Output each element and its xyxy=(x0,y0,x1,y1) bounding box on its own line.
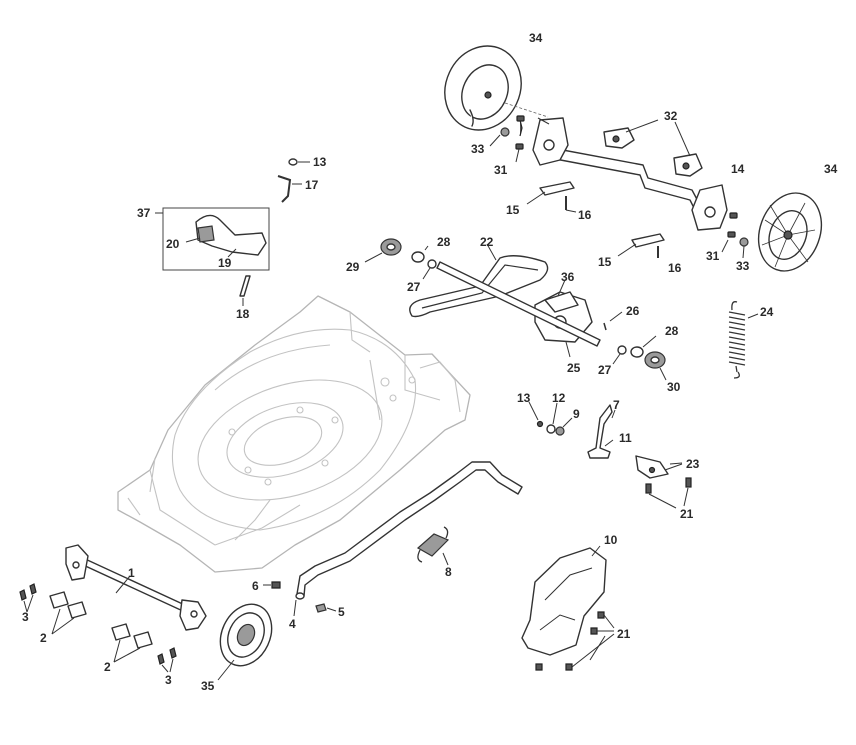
front-wheel-35 xyxy=(217,603,273,681)
callout-28-right: 28 xyxy=(665,324,679,338)
callout-36: 36 xyxy=(561,270,575,284)
callout-18: 18 xyxy=(236,307,250,321)
clip-15-16-lower xyxy=(617,233,665,258)
callout-17: 17 xyxy=(305,178,319,192)
callout-19: 19 xyxy=(218,256,232,270)
callout-23: 23 xyxy=(686,457,700,471)
callout-34-top: 34 xyxy=(529,31,543,45)
handle-bar-4 xyxy=(293,461,523,617)
callout-24: 24 xyxy=(760,305,774,319)
callout-27-left: 27 xyxy=(407,280,421,294)
washers-33 xyxy=(489,127,749,259)
callout-11: 11 xyxy=(619,431,632,445)
bracket-32 xyxy=(603,119,703,177)
bearing-set-right xyxy=(612,335,667,381)
callout-37: 37 xyxy=(137,206,151,220)
callout-5: 5 xyxy=(338,605,345,619)
callout-10: 10 xyxy=(604,533,618,547)
bearing-set-left xyxy=(364,238,437,280)
callout-16-lower: 16 xyxy=(668,261,682,275)
gearbox-36 xyxy=(436,261,601,358)
callout-3-right: 3 xyxy=(165,673,172,687)
bracket-2-left xyxy=(49,591,87,635)
screws-3 xyxy=(19,583,177,673)
callout-6: 6 xyxy=(252,579,259,593)
callout-34-right: 34 xyxy=(824,162,838,176)
callout-33-top: 33 xyxy=(471,142,485,156)
drive-bail-22 xyxy=(409,243,549,318)
callout-labels: 34 32 33 31 14 34 15 16 13 17 37 20 19 1… xyxy=(22,31,838,693)
spring-8 xyxy=(416,526,450,566)
pin-18 xyxy=(239,275,251,306)
nut-13-top xyxy=(288,158,310,166)
callout-14: 14 xyxy=(731,162,745,176)
callout-1: 1 xyxy=(128,566,135,580)
callout-9: 9 xyxy=(573,407,580,421)
callout-16-upper: 16 xyxy=(578,208,592,222)
callout-12: 12 xyxy=(552,391,566,405)
spring-24 xyxy=(728,301,759,379)
callout-21-bottom: 21 xyxy=(617,627,631,641)
callout-25: 25 xyxy=(567,361,581,375)
callout-32: 32 xyxy=(664,109,678,123)
callout-30: 30 xyxy=(667,380,681,394)
bracket-2-right xyxy=(111,623,153,663)
lever-7-11 xyxy=(587,404,616,459)
callout-35: 35 xyxy=(201,679,215,693)
callout-3-left: 3 xyxy=(22,610,29,624)
callout-26: 26 xyxy=(626,304,640,318)
callout-28-left: 28 xyxy=(437,235,451,249)
screw-6 xyxy=(263,581,281,589)
clip-15-16-upper xyxy=(526,181,577,213)
callout-2-left: 2 xyxy=(40,631,47,645)
callout-15-upper: 15 xyxy=(506,203,520,217)
callout-22: 22 xyxy=(480,235,494,249)
callout-20: 20 xyxy=(166,237,180,251)
kit-37 xyxy=(155,207,270,271)
callout-33-right: 33 xyxy=(736,259,750,273)
callout-13-mid: 13 xyxy=(517,391,531,405)
callout-8: 8 xyxy=(445,565,452,579)
rear-axle-14 xyxy=(532,117,728,231)
lever-17 xyxy=(277,175,302,203)
wheel-cover-34-top xyxy=(444,45,549,131)
callout-27-right: 27 xyxy=(598,363,612,377)
bracket-23 xyxy=(635,455,692,509)
callout-21-mid: 21 xyxy=(680,507,694,521)
wheel-cover-34-right xyxy=(757,192,823,272)
small-hardware-13-12-9 xyxy=(528,401,573,436)
callout-15-lower: 15 xyxy=(598,255,612,269)
mower-deck xyxy=(117,295,471,573)
callout-7: 7 xyxy=(613,398,620,412)
callout-2-right: 2 xyxy=(104,660,111,674)
callout-29: 29 xyxy=(346,260,360,274)
screw-5 xyxy=(315,603,337,613)
screws-31 xyxy=(515,115,738,253)
pin-26 xyxy=(603,311,623,331)
callout-31-top: 31 xyxy=(494,163,508,177)
cover-10 xyxy=(521,545,615,671)
front-axle-1 xyxy=(65,544,207,631)
callout-4: 4 xyxy=(289,617,296,631)
callout-13-top: 13 xyxy=(313,155,327,169)
callout-31-right: 31 xyxy=(706,249,720,263)
